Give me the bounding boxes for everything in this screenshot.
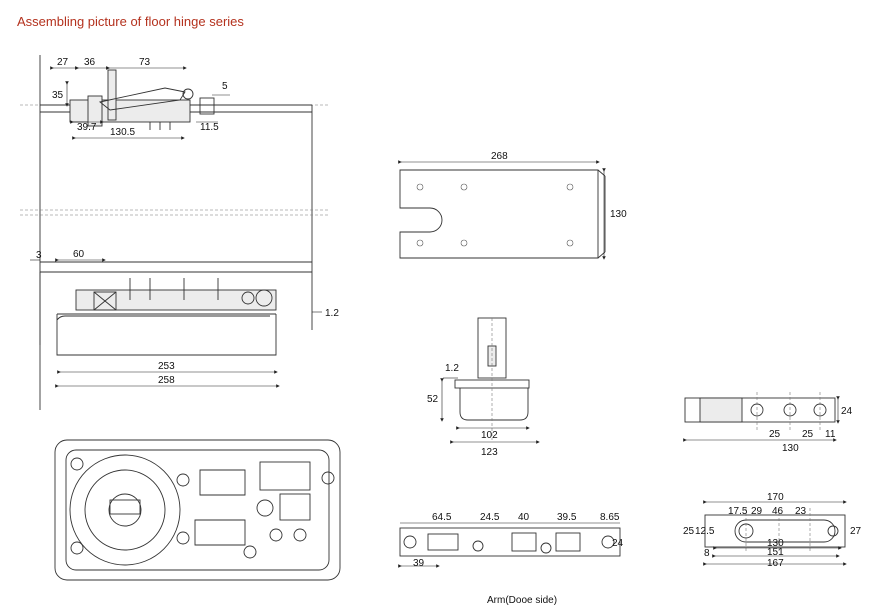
side-view-dimensions: 3 60 1.2 253 258 xyxy=(30,249,339,388)
dim-167: 167 xyxy=(767,558,784,569)
dim-12-5: 12.5 xyxy=(695,526,715,537)
dim-27: 27 xyxy=(57,57,69,68)
dim-39-arm: 39 xyxy=(413,558,425,569)
dim-1-2: 1.2 xyxy=(325,308,339,319)
dim-130-pivot: 130 xyxy=(782,443,799,454)
arm-top-dimensions: 170 17.5 29 46 23 25 12.5 27 130 8 151 1… xyxy=(683,492,862,569)
dim-8-65: 8.65 xyxy=(600,512,620,523)
cover-plate-dimensions: 268 130 xyxy=(398,151,627,260)
dim-27: 27 xyxy=(850,526,862,537)
dim-130-arm: 130 xyxy=(767,538,784,549)
dim-130-5: 130.5 xyxy=(110,127,135,138)
pivot-side-dimensions: 24 25 25 11 130 xyxy=(683,396,853,454)
dim-3: 3 xyxy=(36,250,42,261)
side-view-assembly xyxy=(20,209,330,410)
arm-strip-dimensions: 64.5 24.5 40 39.5 8.65 24 39 xyxy=(398,512,624,569)
dim-17-5: 17.5 xyxy=(728,506,748,517)
page-title: Assembling picture of floor hinge series xyxy=(17,14,244,29)
dim-102: 102 xyxy=(481,430,498,441)
dim-130-plate: 130 xyxy=(610,209,627,220)
dim-23: 23 xyxy=(795,506,807,517)
dim-8: 8 xyxy=(704,548,710,559)
dim-25-b: 25 xyxy=(802,429,814,440)
dim-24-5: 24.5 xyxy=(480,512,500,523)
pivot-side-view xyxy=(684,392,836,430)
dim-170: 170 xyxy=(767,492,784,503)
dim-24-pivot: 24 xyxy=(841,406,853,417)
dim-25-a: 25 xyxy=(769,429,781,440)
dim-39-5: 39.5 xyxy=(557,512,577,523)
dim-24-arm: 24 xyxy=(612,538,624,549)
arm-strip-view xyxy=(399,527,621,557)
top-view-dimensions: 27 36 73 35 5 39.7 11.5 130.5 xyxy=(50,57,230,140)
dim-123: 123 xyxy=(481,447,498,458)
dim-1-2-end: 1.2 xyxy=(445,363,459,374)
dim-258: 258 xyxy=(158,375,175,386)
dim-60: 60 xyxy=(73,249,85,260)
dim-73: 73 xyxy=(139,57,151,68)
dim-52: 52 xyxy=(427,394,439,405)
hinge-body-top-view xyxy=(54,439,341,581)
dim-11-5: 11.5 xyxy=(200,122,219,133)
dim-64-5: 64.5 xyxy=(432,512,452,523)
cover-plate-view xyxy=(399,169,606,259)
dim-151: 151 xyxy=(767,547,784,558)
dim-39-7: 39.7 xyxy=(77,122,97,133)
dim-46: 46 xyxy=(772,506,784,517)
dim-36: 36 xyxy=(84,57,96,68)
end-view-dimensions: 1.2 52 102 123 xyxy=(427,363,540,458)
end-view xyxy=(454,317,530,440)
dim-268: 268 xyxy=(491,151,508,162)
dim-29: 29 xyxy=(751,506,763,517)
dim-35: 35 xyxy=(52,90,64,101)
dim-25-arm: 25 xyxy=(683,526,695,537)
dim-11: 11 xyxy=(825,429,836,440)
dim-5: 5 xyxy=(222,81,228,92)
dim-40: 40 xyxy=(518,512,530,523)
dim-253: 253 xyxy=(158,361,175,372)
arm-caption: Arm(Dooe side) xyxy=(487,595,557,606)
